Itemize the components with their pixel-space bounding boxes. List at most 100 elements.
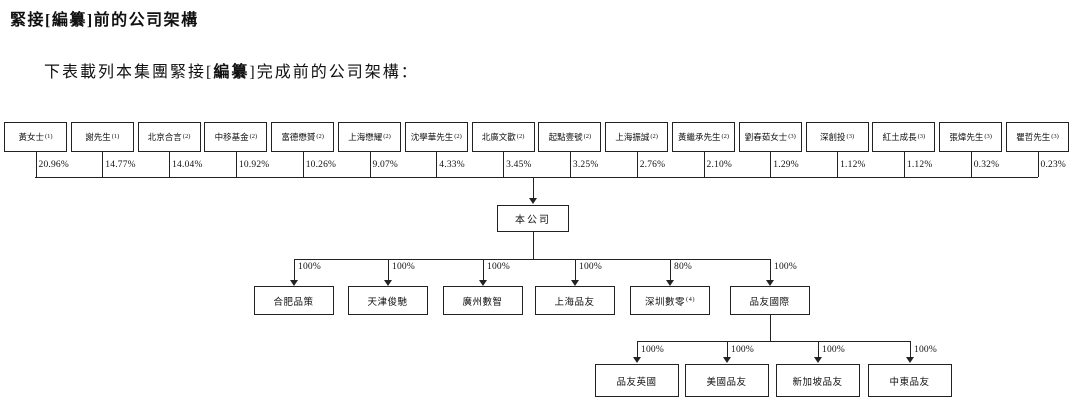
ownership-percent: 100% [298,262,321,272]
connector-line [637,341,911,342]
connector-line [436,152,438,177]
ownership-percent: 80% [674,262,693,272]
footnote-marker: (2) [454,132,462,140]
footnote-marker: (3) [788,132,796,140]
entity-name: 起點壹號 [548,132,583,142]
footnote-marker: (1) [44,132,53,140]
footnote-marker: (3) [846,132,855,140]
footnote-marker: (1) [111,132,120,140]
footnote-marker: (3) [917,132,926,140]
ownership-percent: 10.26% [305,160,337,170]
entity-name: 富德懋贇 [281,132,316,142]
footnote-marker: (2) [249,132,258,140]
shareholder-box: 紅土成長(3) [872,122,936,152]
arrowhead-down-icon [723,357,731,363]
connector-line [102,152,104,177]
subsidiary-box: 新加坡品友 [776,364,860,397]
ownership-percent: 3.25% [572,160,599,170]
entity-name: 沈學華先生 [410,132,454,142]
entity-name: 美國品友 [706,377,747,388]
arrowhead-down-icon [529,198,537,204]
entity-name: 品友國際 [749,297,790,308]
subsidiary-box: 品友國際 [730,286,810,315]
entity-name: 品友英國 [616,377,657,388]
entity-name: 紅土成長 [882,132,917,142]
connector-line [503,152,505,177]
ownership-percent: 0.23% [1040,160,1067,170]
ownership-percent: 100% [774,262,797,272]
connector-line [637,341,638,357]
footnote-marker: (2) [383,132,391,140]
subsidiary-box: 中東品友 [868,364,952,397]
ownership-percent: 100% [392,262,415,272]
arrowhead-down-icon [571,280,579,286]
entity-name: 黃女士 [18,132,44,142]
intro-paragraph: 下表載列本集團緊接[編纂]完成前的公司架構： [44,58,419,82]
ownership-percent: 10.92% [238,160,270,170]
footnote-marker: (2) [721,132,730,140]
entity-name: 黃繼承先生 [677,132,721,142]
connector-line [235,152,237,177]
ownership-percent: 20.96% [38,160,69,170]
entity-name: 廣州數智 [462,297,503,308]
shareholder-box: 上海懋耀(2) [338,122,401,152]
ownership-percent: 100% [487,262,510,272]
entity-name: 上海懋耀 [348,132,383,142]
arrowhead-down-icon [666,280,674,286]
intro-text-pre: 下表載列本集團緊接[ [44,64,214,81]
shareholder-box: 瞿哲先生(3) [1006,122,1069,152]
ownership-percent: 1.12% [840,160,866,170]
intro-text-bold: 編纂 [213,64,250,81]
connector-line [35,177,1038,178]
entity-name: 瞿哲先生 [1016,132,1051,142]
footnote-marker: (2) [516,132,525,140]
connector-line [727,341,728,357]
connector-line [388,259,389,281]
connector-line [1037,152,1039,177]
shareholder-box: 上海振誠(2) [605,122,669,152]
ownership-percent: 4.33% [439,160,465,170]
arrowhead-down-icon [479,280,487,286]
entity-name: 天津俊馳 [367,297,408,308]
ownership-percent: 0.32% [973,160,1000,170]
connector-line [35,152,37,177]
footnote-marker: (4) [685,296,696,304]
entity-name: 劉春茹女士 [744,132,788,142]
connector-line [770,315,771,341]
connector-line [169,152,171,177]
ownership-percent: 100% [579,262,602,272]
connector-line [910,341,911,357]
entity-name: 上海品友 [554,297,595,308]
shareholder-box: 黃繼承先生(2) [672,122,735,152]
connector-line [483,259,484,281]
shareholder-box: 富德懋贇(2) [271,122,335,152]
arrowhead-down-icon [814,357,822,363]
shareholder-box: 北京合言(2) [137,122,201,152]
shareholder-box: 深創投(3) [805,122,869,152]
entity-name: 深圳數零 [644,297,685,308]
shareholder-box: 黃女士(1) [4,122,67,152]
intro-text-post: ]完成前的公司架構： [249,64,419,81]
ownership-percent: 14.77% [105,160,136,170]
subsidiary-box: 合肥品策 [254,286,334,315]
connector-line [818,341,819,357]
shareholder-box: 沈學華先生(2) [404,122,468,152]
page-title: 緊接[編纂]前的公司架構 [10,12,199,29]
connector-line [770,152,772,177]
connector-line [533,177,534,198]
connector-line [533,232,534,259]
ownership-percent: 9.07% [372,160,399,170]
subsidiary-box: 廣州數智 [443,286,523,315]
connector-line [369,152,371,177]
connector-line [302,152,304,177]
footnote-marker: (2) [650,132,658,140]
connector-line [703,152,705,177]
entity-name: 北廣文歡 [481,132,516,142]
shareholder-box: 起點壹號(2) [538,122,602,152]
arrowhead-down-icon [290,280,298,286]
arrowhead-down-icon [906,357,914,363]
shareholder-box: 中移基金(2) [204,122,268,152]
footnote-marker: (3) [1051,132,1059,140]
entity-name: 上海振誠 [615,132,650,142]
